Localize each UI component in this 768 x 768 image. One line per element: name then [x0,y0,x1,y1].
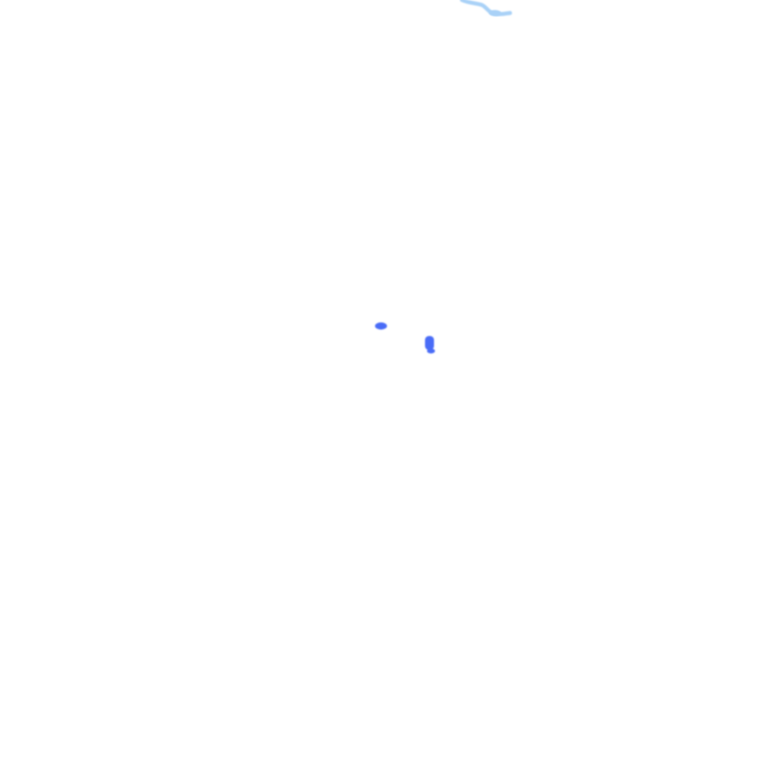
map-feature-marker[interactable] [425,336,435,354]
map-feature-marker[interactable] [375,322,387,330]
map-feature-body [425,336,434,350]
water-pool [489,10,501,16]
map-feature-tail [427,348,435,354]
water-stream [460,0,512,17]
